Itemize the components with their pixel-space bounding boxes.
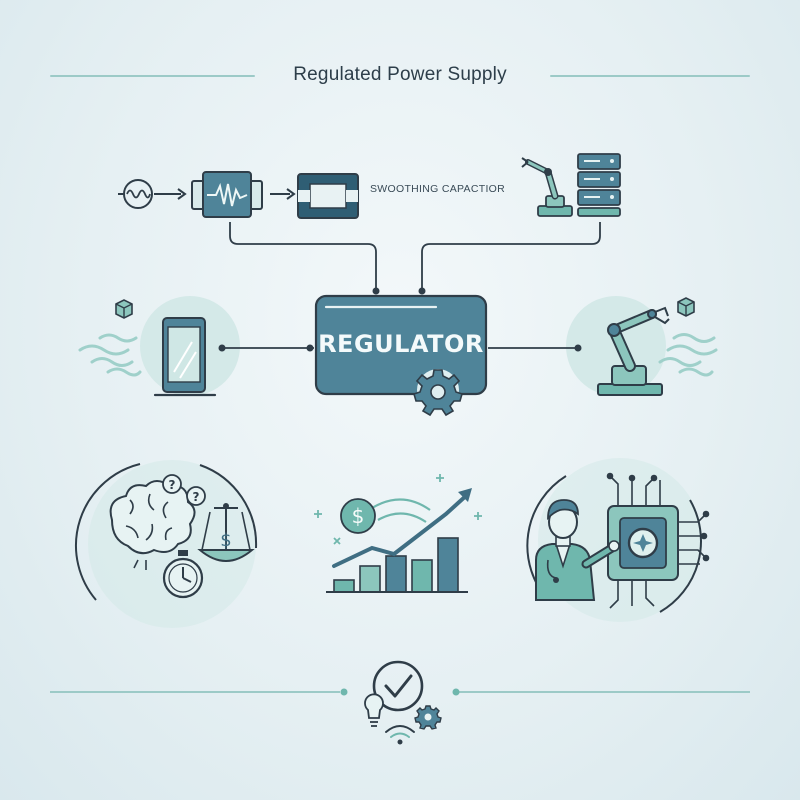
stopwatch-icon	[162, 550, 204, 599]
robot-arm-large-icon	[597, 306, 670, 396]
checkmark-icon	[372, 660, 424, 712]
connector-left-phone	[218, 344, 314, 352]
wifi-icon	[385, 725, 415, 745]
footer-divider	[50, 688, 750, 696]
regulator-label: REGULATOR	[318, 330, 484, 358]
svg-text:$: $	[352, 504, 365, 528]
arrow-2	[270, 188, 296, 200]
wave-right	[658, 333, 718, 377]
lightbulb-icon	[364, 693, 384, 727]
transformer-icon	[191, 171, 263, 218]
connector-right	[421, 222, 601, 290]
server-rack-icon	[577, 153, 621, 217]
small-gear-icon	[414, 705, 442, 730]
wave-left	[78, 333, 142, 377]
cube-icon-left	[115, 299, 133, 319]
engineer-icon	[535, 499, 620, 601]
arrow-1	[154, 188, 187, 200]
svg-text:?: ?	[193, 490, 200, 504]
svg-text:?: ?	[169, 478, 176, 492]
title-divider-left	[50, 75, 255, 77]
regulator-box	[314, 294, 488, 396]
ac-source-icon	[118, 179, 153, 209]
rectifier-icon	[297, 173, 359, 219]
smartphone-icon	[153, 317, 217, 397]
connector-left	[229, 222, 377, 290]
brain-icon	[109, 480, 196, 570]
robot-arm-icon	[521, 157, 573, 217]
connector-right-robot	[488, 344, 582, 352]
svg-text:$: $	[220, 530, 231, 551]
page-title: Regulated Power Supply	[293, 64, 507, 85]
cube-icon-right	[677, 297, 695, 317]
chip-icon	[606, 472, 710, 609]
capacitor-label-text: SWOOTHING CAPACTIOR	[370, 183, 506, 195]
growth-chart-icon	[326, 488, 472, 593]
gear-icon	[413, 369, 463, 417]
sparkle-icons	[314, 474, 482, 545]
scale-icon: $	[197, 503, 255, 562]
question-bubble-2: ?	[186, 486, 206, 506]
question-bubble-1: ?	[162, 474, 182, 494]
title-divider-right	[550, 75, 750, 77]
dollar-coin-icon: $	[340, 498, 376, 534]
